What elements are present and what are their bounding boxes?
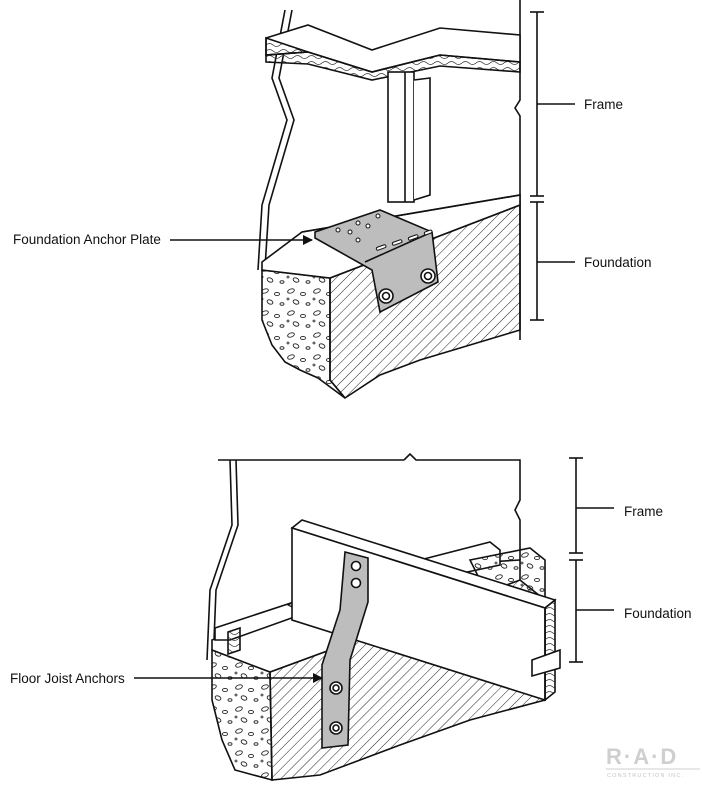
strap-bolt-3 [329, 681, 343, 695]
top-anchor-bolt-1 [378, 288, 394, 304]
bottom-foundation-label: Foundation [624, 606, 692, 621]
logo-subtitle: CONSTRUCTION INC. [607, 773, 684, 779]
bottom-diagram: Frame Foundation Floor Joist Anchors [10, 452, 692, 782]
bottom-wall-outline [206, 452, 521, 661]
top-dimension-brackets [530, 11, 575, 321]
floor-joist-anchors-label: Floor Joist Anchors [10, 671, 125, 686]
foundation-anchor-plate [314, 209, 439, 314]
bottom-dimension-brackets [569, 457, 614, 663]
company-logo: R·A·D CONSTRUCTION INC. [606, 744, 700, 779]
top-foundation-label: Foundation [584, 255, 652, 270]
top-floor-sill [265, 24, 521, 81]
foundation-anchor-plate-label: Foundation Anchor Plate [13, 232, 161, 247]
top-diagram: Frame Foundation Foundation Anchor Plate [13, 0, 652, 400]
bottom-frame-label: Frame [624, 504, 663, 519]
top-anchor-bolt-2 [420, 268, 436, 284]
top-frame-label: Frame [584, 97, 623, 112]
logo-name: R·A·D [606, 744, 678, 769]
strap-bolt-4 [329, 721, 343, 735]
strap-bolt-1 [350, 560, 362, 572]
strap-bolt-2 [350, 577, 362, 589]
floor-joist-anchor-strap [321, 550, 369, 749]
top-stud [387, 71, 431, 203]
